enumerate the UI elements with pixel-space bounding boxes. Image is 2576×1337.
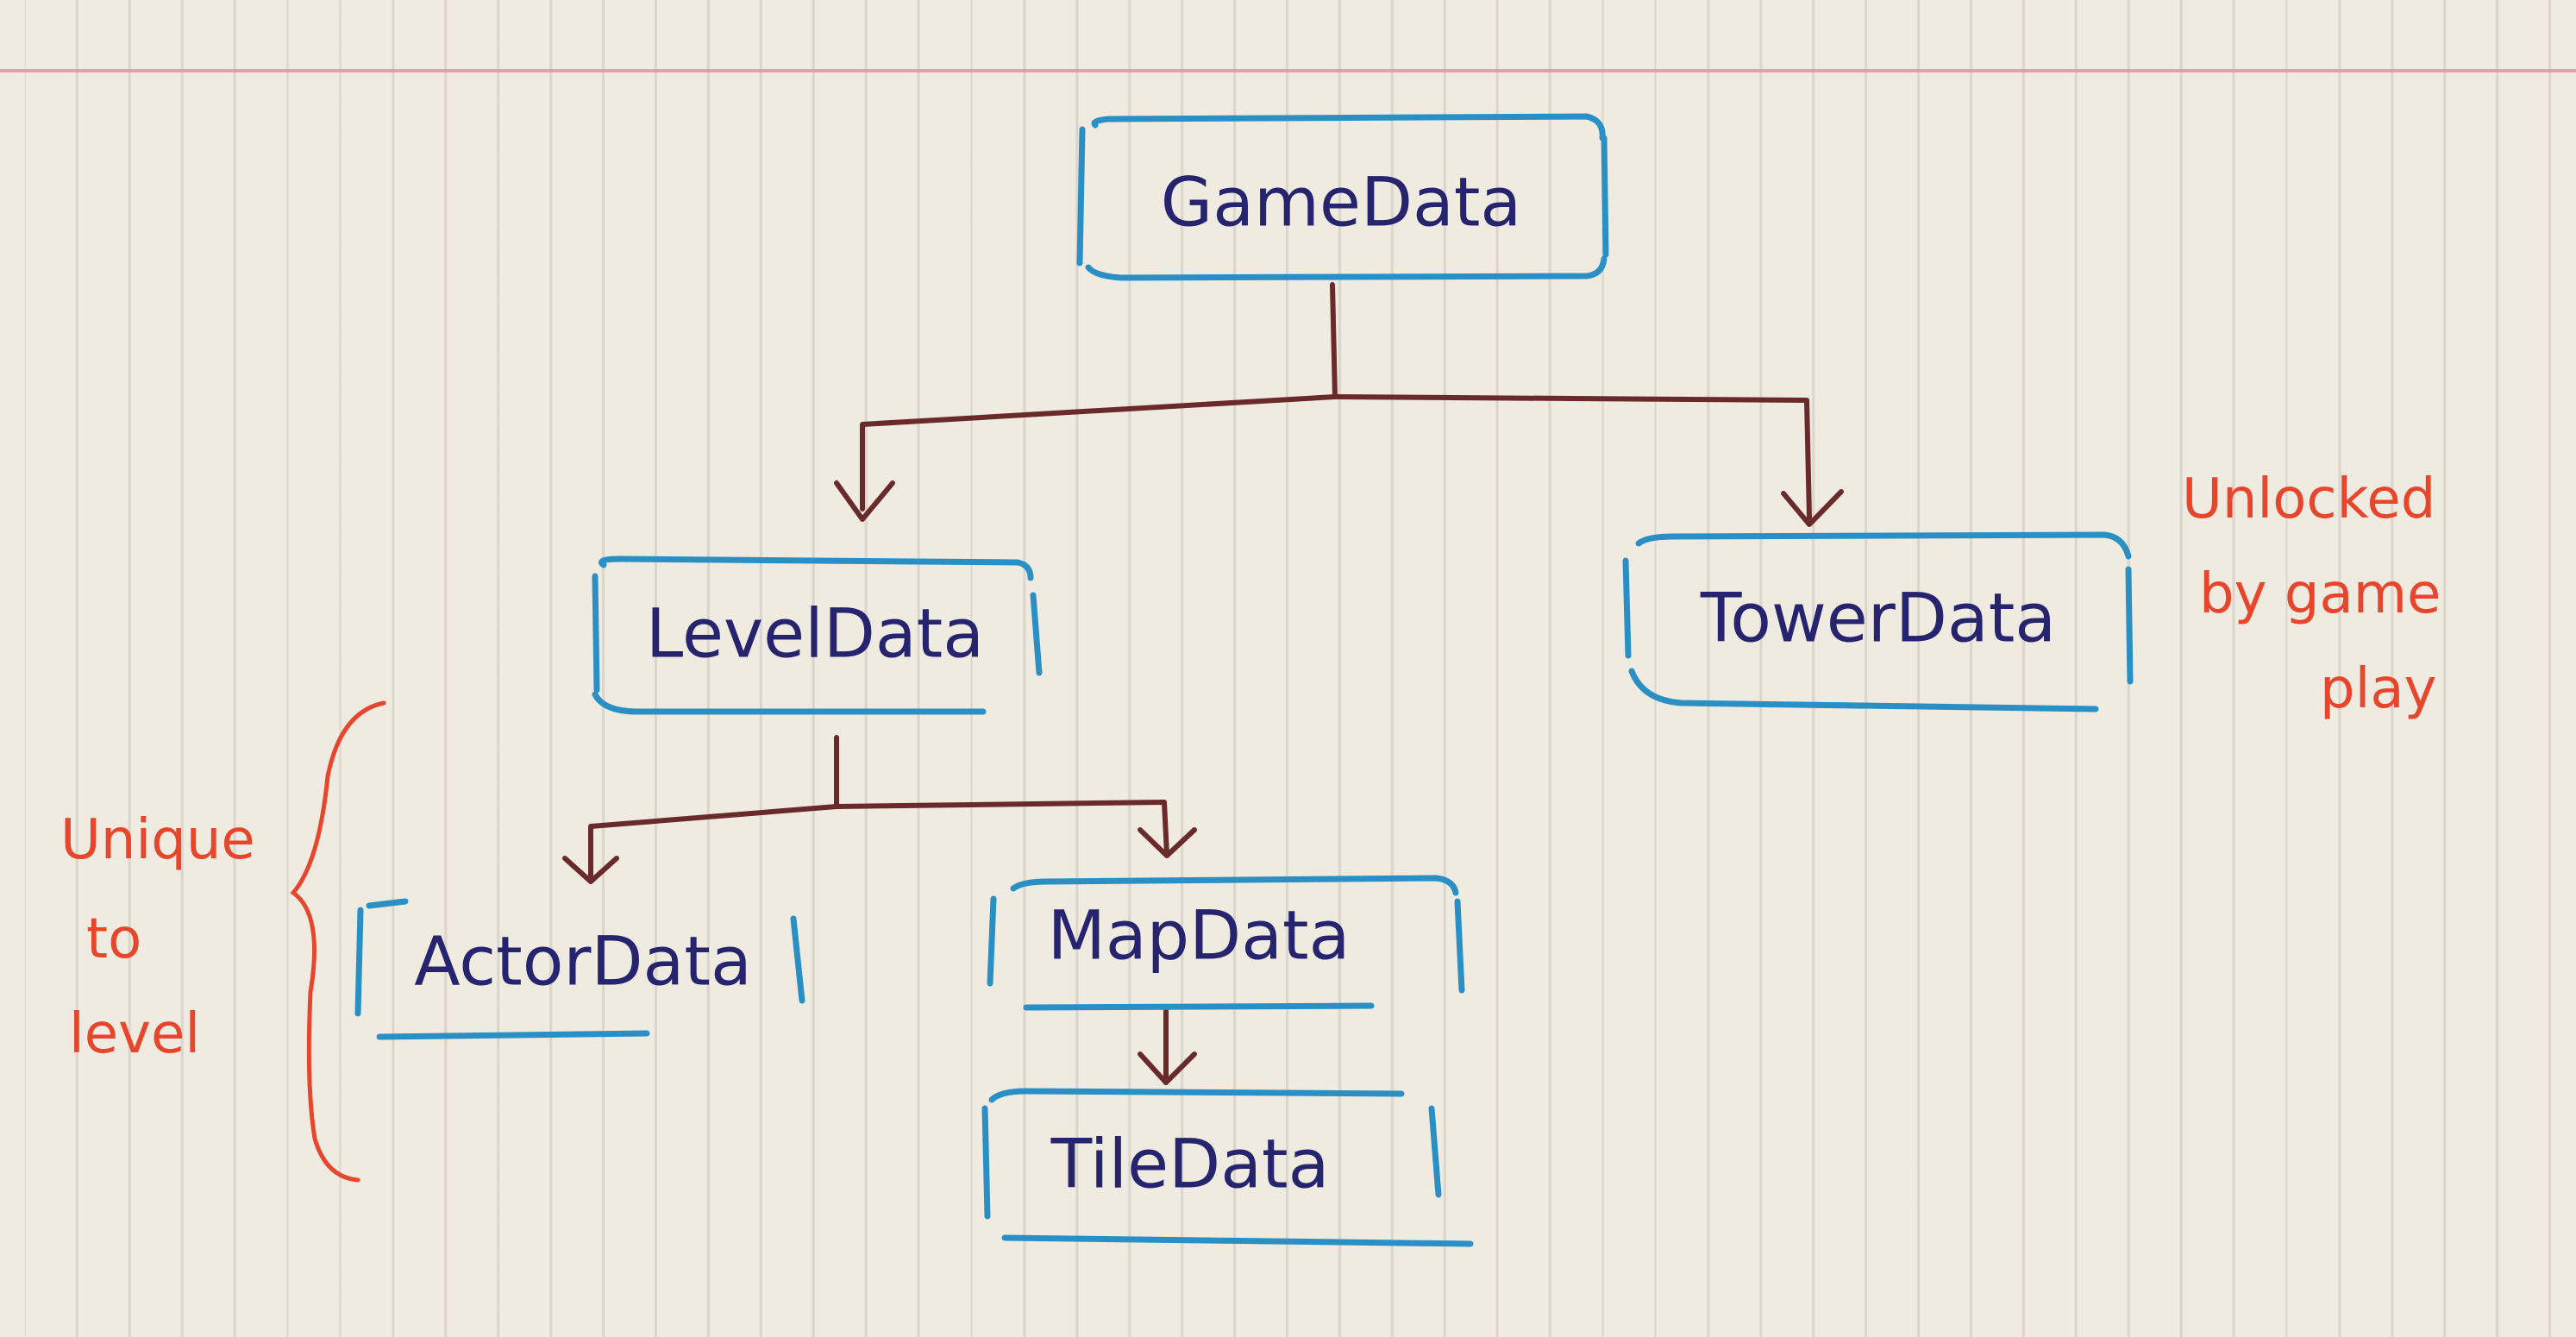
- note-line-to: to: [86, 907, 141, 971]
- edge-leveldata-to-actordata: [588, 804, 839, 878]
- diagram-edges: [562, 282, 1844, 1085]
- node-actordata: ActorData: [354, 898, 805, 1040]
- note-line-play: play: [2320, 657, 2437, 721]
- node-label-mapdata: MapData: [1048, 897, 1351, 975]
- arrowhead-actordata: [562, 856, 619, 884]
- arrowhead-mapdata: [1138, 827, 1197, 858]
- node-gamedata: GameData: [1076, 113, 1609, 281]
- brace-unique-to-level: [290, 700, 386, 1183]
- paper-margin-line: [0, 69, 2576, 72]
- node-tiledata: TileData: [981, 1088, 1474, 1247]
- node-leveldata: LevelData: [592, 556, 1043, 715]
- node-mapdata: MapData: [987, 875, 1465, 1011]
- node-label-leveldata: LevelData: [646, 595, 984, 673]
- note-line-level: level: [69, 1002, 200, 1066]
- edge-gamedata-trunk: [1330, 282, 1338, 399]
- note-line-unlocked: Unlocked: [2182, 468, 2435, 531]
- note-line-unique: Unique: [60, 808, 255, 872]
- arrowhead-tiledata: [1138, 1051, 1197, 1085]
- arrowhead-leveldata: [834, 480, 895, 522]
- note-unlocked-by-game-play: Unlocked by game play: [2182, 468, 2441, 721]
- arrowhead-towerdata: [1781, 489, 1844, 527]
- node-label-actordata: ActorData: [414, 923, 752, 1001]
- edge-gamedata-to-leveldata: [860, 394, 1338, 512]
- edge-leveldata-to-mapdata: [834, 800, 1169, 857]
- node-label-towerdata: TowerData: [1700, 580, 2056, 657]
- note-line-by-game: by game: [2199, 562, 2441, 626]
- note-unique-to-level: Unique to level: [60, 808, 255, 1066]
- edge-gamedata-to-towerdata: [1332, 394, 1812, 520]
- node-label-tiledata: TileData: [1050, 1126, 1330, 1203]
- node-label-gamedata: GameData: [1161, 164, 1521, 242]
- node-towerdata: TowerData: [1622, 531, 2134, 712]
